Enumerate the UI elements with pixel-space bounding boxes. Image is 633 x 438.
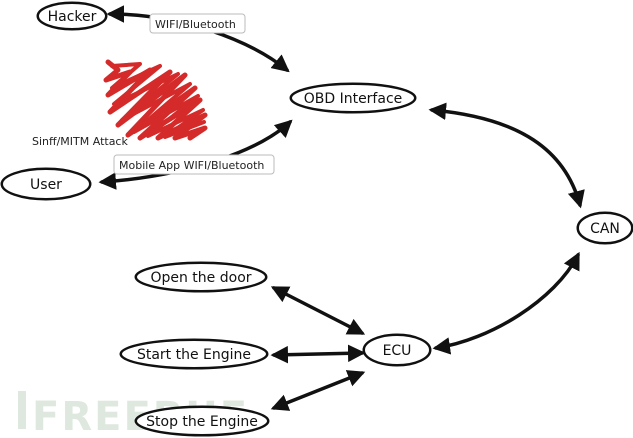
edge-label-user-obd: Mobile App WIFI/Bluetooth bbox=[113, 154, 275, 175]
edge-can-ecu bbox=[432, 251, 580, 355]
attack-scribble bbox=[103, 59, 208, 141]
node-ecu: ECU bbox=[362, 333, 432, 367]
node-obd: OBD Interface bbox=[289, 82, 417, 114]
edge-label-user-obd-text: Mobile App WIFI/Bluetooth bbox=[119, 159, 264, 172]
node-stop-engine-label: Stop the Engine bbox=[146, 414, 258, 430]
node-can: CAN bbox=[576, 211, 633, 245]
node-obd-label: OBD Interface bbox=[304, 91, 403, 107]
edge-label-hacker-obd: WIFI/Bluetooth bbox=[149, 13, 246, 34]
node-hacker: Hacker bbox=[36, 1, 108, 31]
node-start-engine: Start the Engine bbox=[119, 338, 269, 370]
node-can-label: CAN bbox=[590, 221, 620, 237]
node-open-door: Open the door bbox=[134, 261, 268, 293]
edge-obd-can bbox=[428, 102, 585, 209]
node-ecu-label: ECU bbox=[383, 343, 412, 359]
node-user: User bbox=[0, 167, 92, 201]
node-hacker-label: Hacker bbox=[48, 9, 97, 25]
edge-stop-ecu bbox=[270, 370, 366, 411]
edge-door-ecu bbox=[270, 286, 366, 335]
edge-label-hacker-obd-text: WIFI/Bluetooth bbox=[155, 18, 236, 31]
attack-note: Sinff/MITM Attack bbox=[32, 135, 128, 148]
node-stop-engine: Stop the Engine bbox=[134, 405, 270, 437]
node-open-door-label: Open the door bbox=[150, 270, 251, 286]
node-start-engine-label: Start the Engine bbox=[137, 347, 251, 363]
node-user-label: User bbox=[30, 177, 62, 193]
edge-start-ecu bbox=[270, 344, 366, 364]
edges bbox=[98, 5, 585, 411]
